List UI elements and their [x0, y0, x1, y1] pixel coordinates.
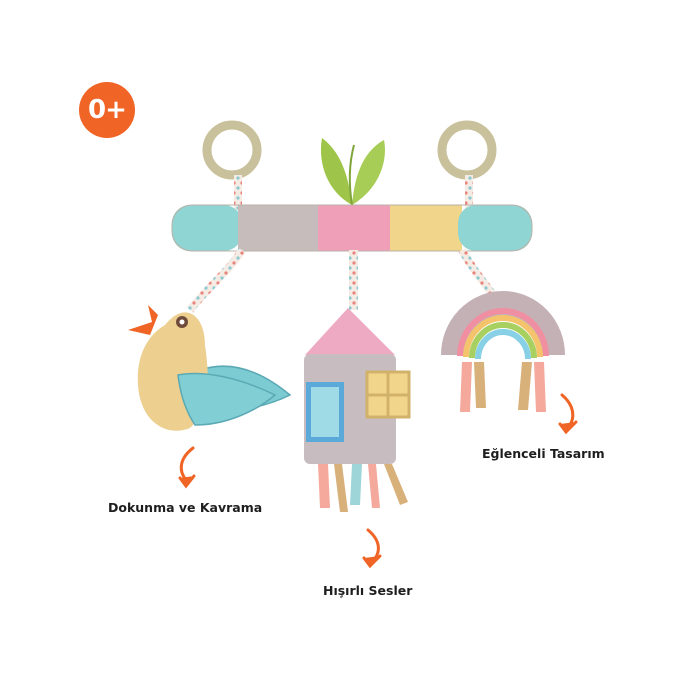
ring-ribbon-left [234, 175, 242, 210]
age-badge-label: 0+ [88, 95, 127, 125]
ring-ribbon-right [465, 175, 473, 210]
plush-bar [171, 204, 533, 252]
curved-arrow-icon [178, 446, 196, 489]
house-plush [304, 308, 411, 512]
caption-touch: Dokunma ve Kavrama [108, 500, 263, 515]
bird-ribbon [186, 247, 246, 313]
caption-design: Eğlenceli Tasarım [482, 446, 605, 461]
curved-arrow-icon [558, 393, 578, 435]
teether-ring-left [202, 120, 262, 180]
house-tags [318, 464, 408, 512]
age-badge: 0+ [79, 82, 135, 138]
teether-ring-right [437, 120, 497, 180]
rainbow-tags [460, 362, 546, 412]
house-ribbon [349, 250, 358, 310]
curved-arrow-icon [362, 528, 382, 569]
rainbow-ribbon [458, 248, 498, 299]
rainbow-plush [441, 291, 565, 412]
leaf-decoration [320, 138, 385, 206]
bird-plush [128, 305, 292, 431]
caption-sound: Hışırlı Sesler [323, 583, 413, 598]
